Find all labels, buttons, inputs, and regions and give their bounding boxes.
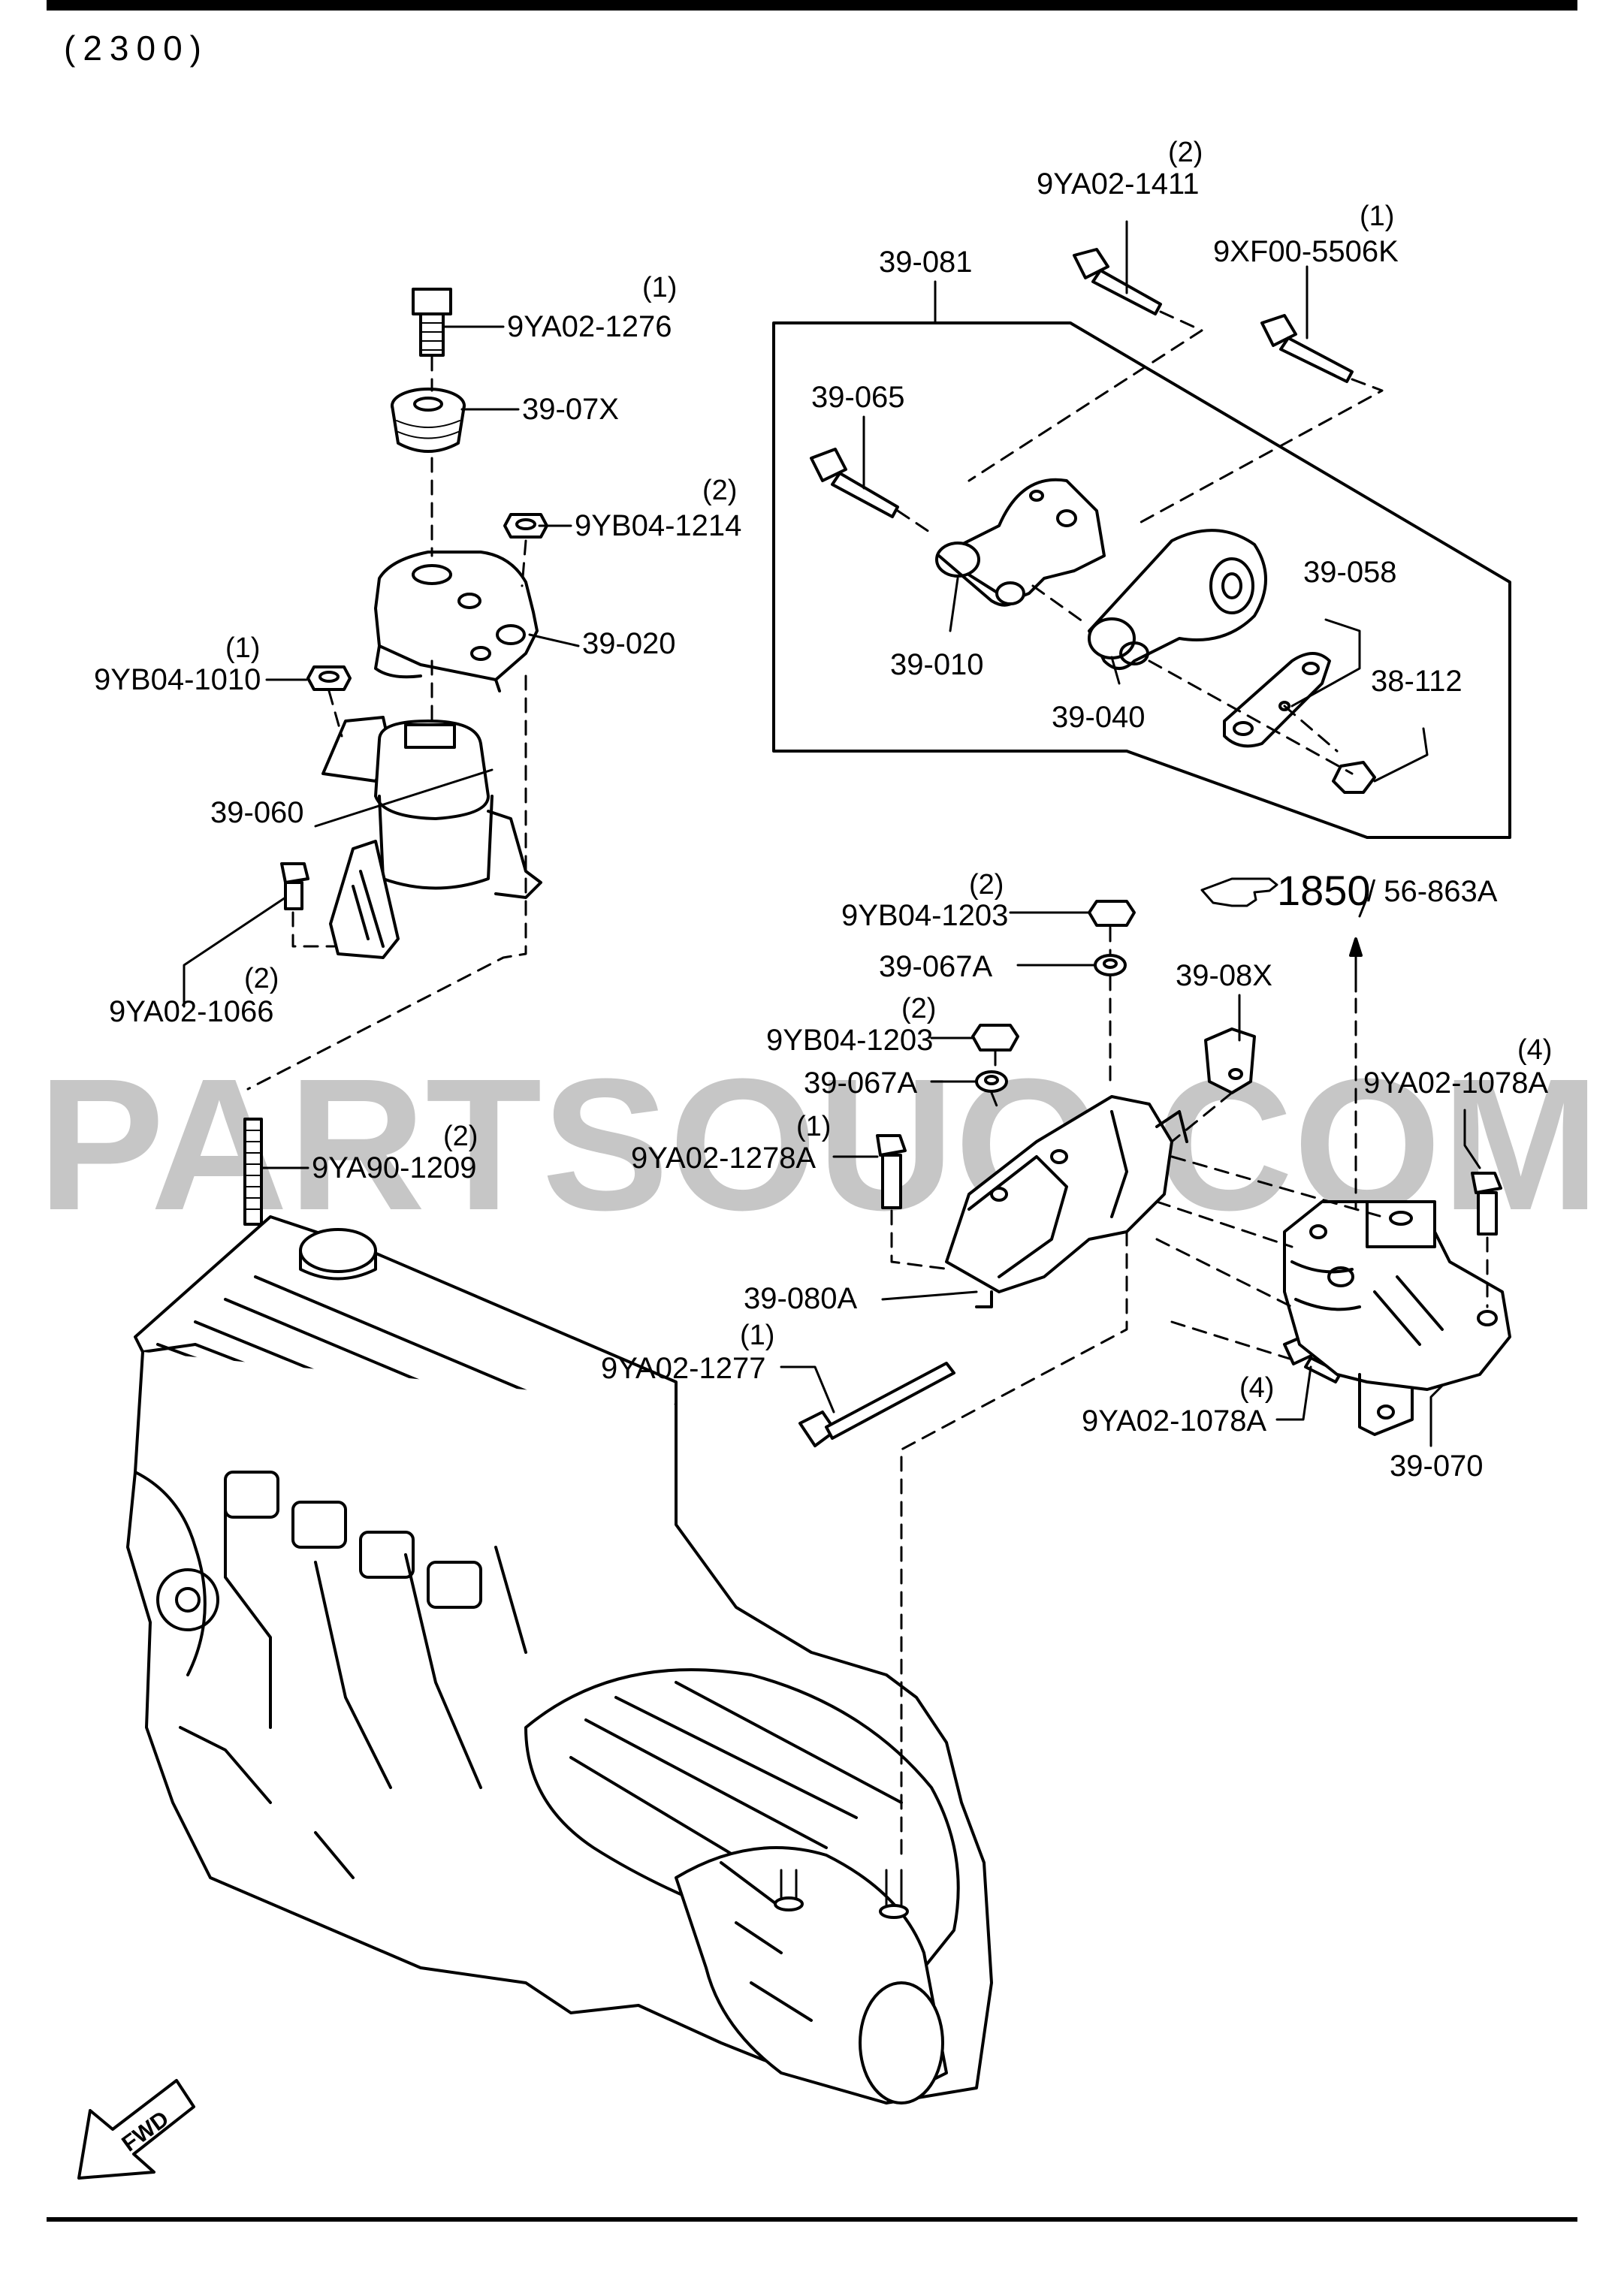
bolt-9ya02-1278a-icon (876, 1134, 907, 1209)
part-labels: (1) 9YA02-1276 39-07X (2) 9YB04-1214 39-… (94, 137, 1552, 1483)
cap-39-07x-icon (391, 388, 466, 453)
part-39-065: 39-065 (811, 381, 905, 414)
part-39-07x: 39-07X (522, 393, 619, 426)
part-39-081: 39-081 (879, 246, 973, 279)
qty-9ya02-1411: (2) (1168, 137, 1203, 168)
part-39-010: 39-010 (890, 648, 984, 681)
torque-rod-39-040-icon (1088, 529, 1267, 670)
nut-9yb04-1203-b-icon (971, 1024, 1019, 1051)
bracket-39-020-icon (374, 551, 539, 692)
part-9ya90-1209: 9YA90-1209 (312, 1151, 476, 1184)
qty-9yb04-1203-a: (2) (969, 869, 1004, 901)
part-9ya02-1277: 9YA02-1277 (601, 1352, 765, 1385)
qty-9ya02-1278a: (1) (796, 1111, 831, 1142)
nut-9yb04-1203-a-icon (1088, 900, 1136, 927)
nut-38-112-icon (1332, 761, 1376, 794)
part-9ya02-1278a: 9YA02-1278A (631, 1142, 816, 1175)
part-39-067a-b: 39-067A (804, 1067, 918, 1100)
mount-39-060-icon (321, 716, 542, 959)
part-9yb04-1203-b: 9YB04-1203 (766, 1024, 933, 1057)
alignment-lines-right (890, 926, 1489, 1857)
ref-1850: 1850 (1277, 867, 1371, 914)
qty-9yb04-1010: (1) (225, 632, 260, 664)
engine-block-icon (126, 1215, 993, 2104)
washer-39-067a-a-icon (1094, 954, 1127, 976)
bolt-9ya02-1078a-a-icon (1471, 1172, 1502, 1236)
plate-39-058-icon (1223, 652, 1331, 748)
bracket-39-010-icon (935, 478, 1106, 607)
part-39-067a-a: 39-067A (879, 950, 993, 983)
part-9ya02-1078a-b: 9YA02-1078A (1082, 1405, 1266, 1438)
part-39-080a: 39-080A (744, 1282, 858, 1315)
leader-lines (183, 220, 1481, 1447)
bolt-9ya02-1066-icon (280, 862, 309, 910)
part-39-040: 39-040 (1052, 701, 1146, 734)
qty-9ya02-1066: (2) (244, 963, 279, 994)
washer-39-067a-b-icon (975, 1070, 1008, 1093)
part-9ya02-1066: 9YA02-1066 (109, 995, 273, 1028)
qty-9ya90-1209: (2) (443, 1121, 478, 1152)
ref-56-863a: / 56-863A (1367, 875, 1498, 908)
stud-9ya90-1209-icon (243, 1118, 263, 1226)
part-38-112: 38-112 (1371, 665, 1463, 698)
part-9ya02-1411: 9YA02-1411 (1037, 167, 1199, 201)
group-box-39-081 (772, 321, 1511, 839)
part-39-060: 39-060 (210, 796, 304, 829)
part-39-058: 39-058 (1303, 556, 1397, 589)
part-39-020: 39-020 (582, 627, 676, 660)
part-9xf00-5506k: 9XF00-5506K (1213, 235, 1399, 268)
fwd-arrow-icon: FWD (77, 2079, 195, 2180)
nut-9yb04-1214-icon (503, 513, 548, 539)
bottom-border (47, 2217, 1577, 2222)
qty-9ya02-1276: (1) (642, 272, 677, 303)
part-9yb04-1010: 9YB04-1010 (94, 663, 261, 696)
mount-39-070-icon (1283, 1200, 1511, 1436)
top-border (47, 0, 1577, 11)
part-39-08x: 39-08X (1176, 959, 1272, 992)
group-code: (2300) (64, 29, 209, 68)
bracket-39-080a-icon (945, 1095, 1188, 1308)
qty-9xf00-5506k: (1) (1360, 201, 1394, 232)
reference-arrow-head (1349, 937, 1363, 957)
bolt-9xf00-5506k-icon (1260, 314, 1354, 383)
bolt-9ya02-1411-icon (1073, 248, 1162, 315)
part-9ya02-1276: 9YA02-1276 (507, 310, 672, 343)
part-39-070: 39-070 (1390, 1450, 1484, 1483)
qty-9ya02-1078a-b: (4) (1239, 1372, 1274, 1404)
qty-9yb04-1203-b: (2) (901, 993, 936, 1024)
pointing-hand-icon (1200, 877, 1278, 907)
bolt-39-065-icon (810, 448, 899, 518)
qty-9yb04-1214: (2) (702, 475, 737, 506)
part-9yb04-1203-a: 9YB04-1203 (841, 899, 1008, 932)
nut-9yb04-1010-icon (306, 665, 352, 691)
alignment-lines-box (896, 310, 1384, 775)
qty-9ya02-1277: (1) (740, 1320, 774, 1351)
part-9yb04-1214: 9YB04-1214 (575, 509, 741, 542)
bolt-9ya02-1277-icon (798, 1362, 955, 1447)
part-9ya02-1078a-a: 9YA02-1078A (1363, 1067, 1548, 1100)
bolt-9ya02-1276-icon (412, 288, 452, 357)
cover-39-08x-icon (1204, 1027, 1256, 1094)
qty-9ya02-1078a-a: (4) (1517, 1034, 1552, 1066)
